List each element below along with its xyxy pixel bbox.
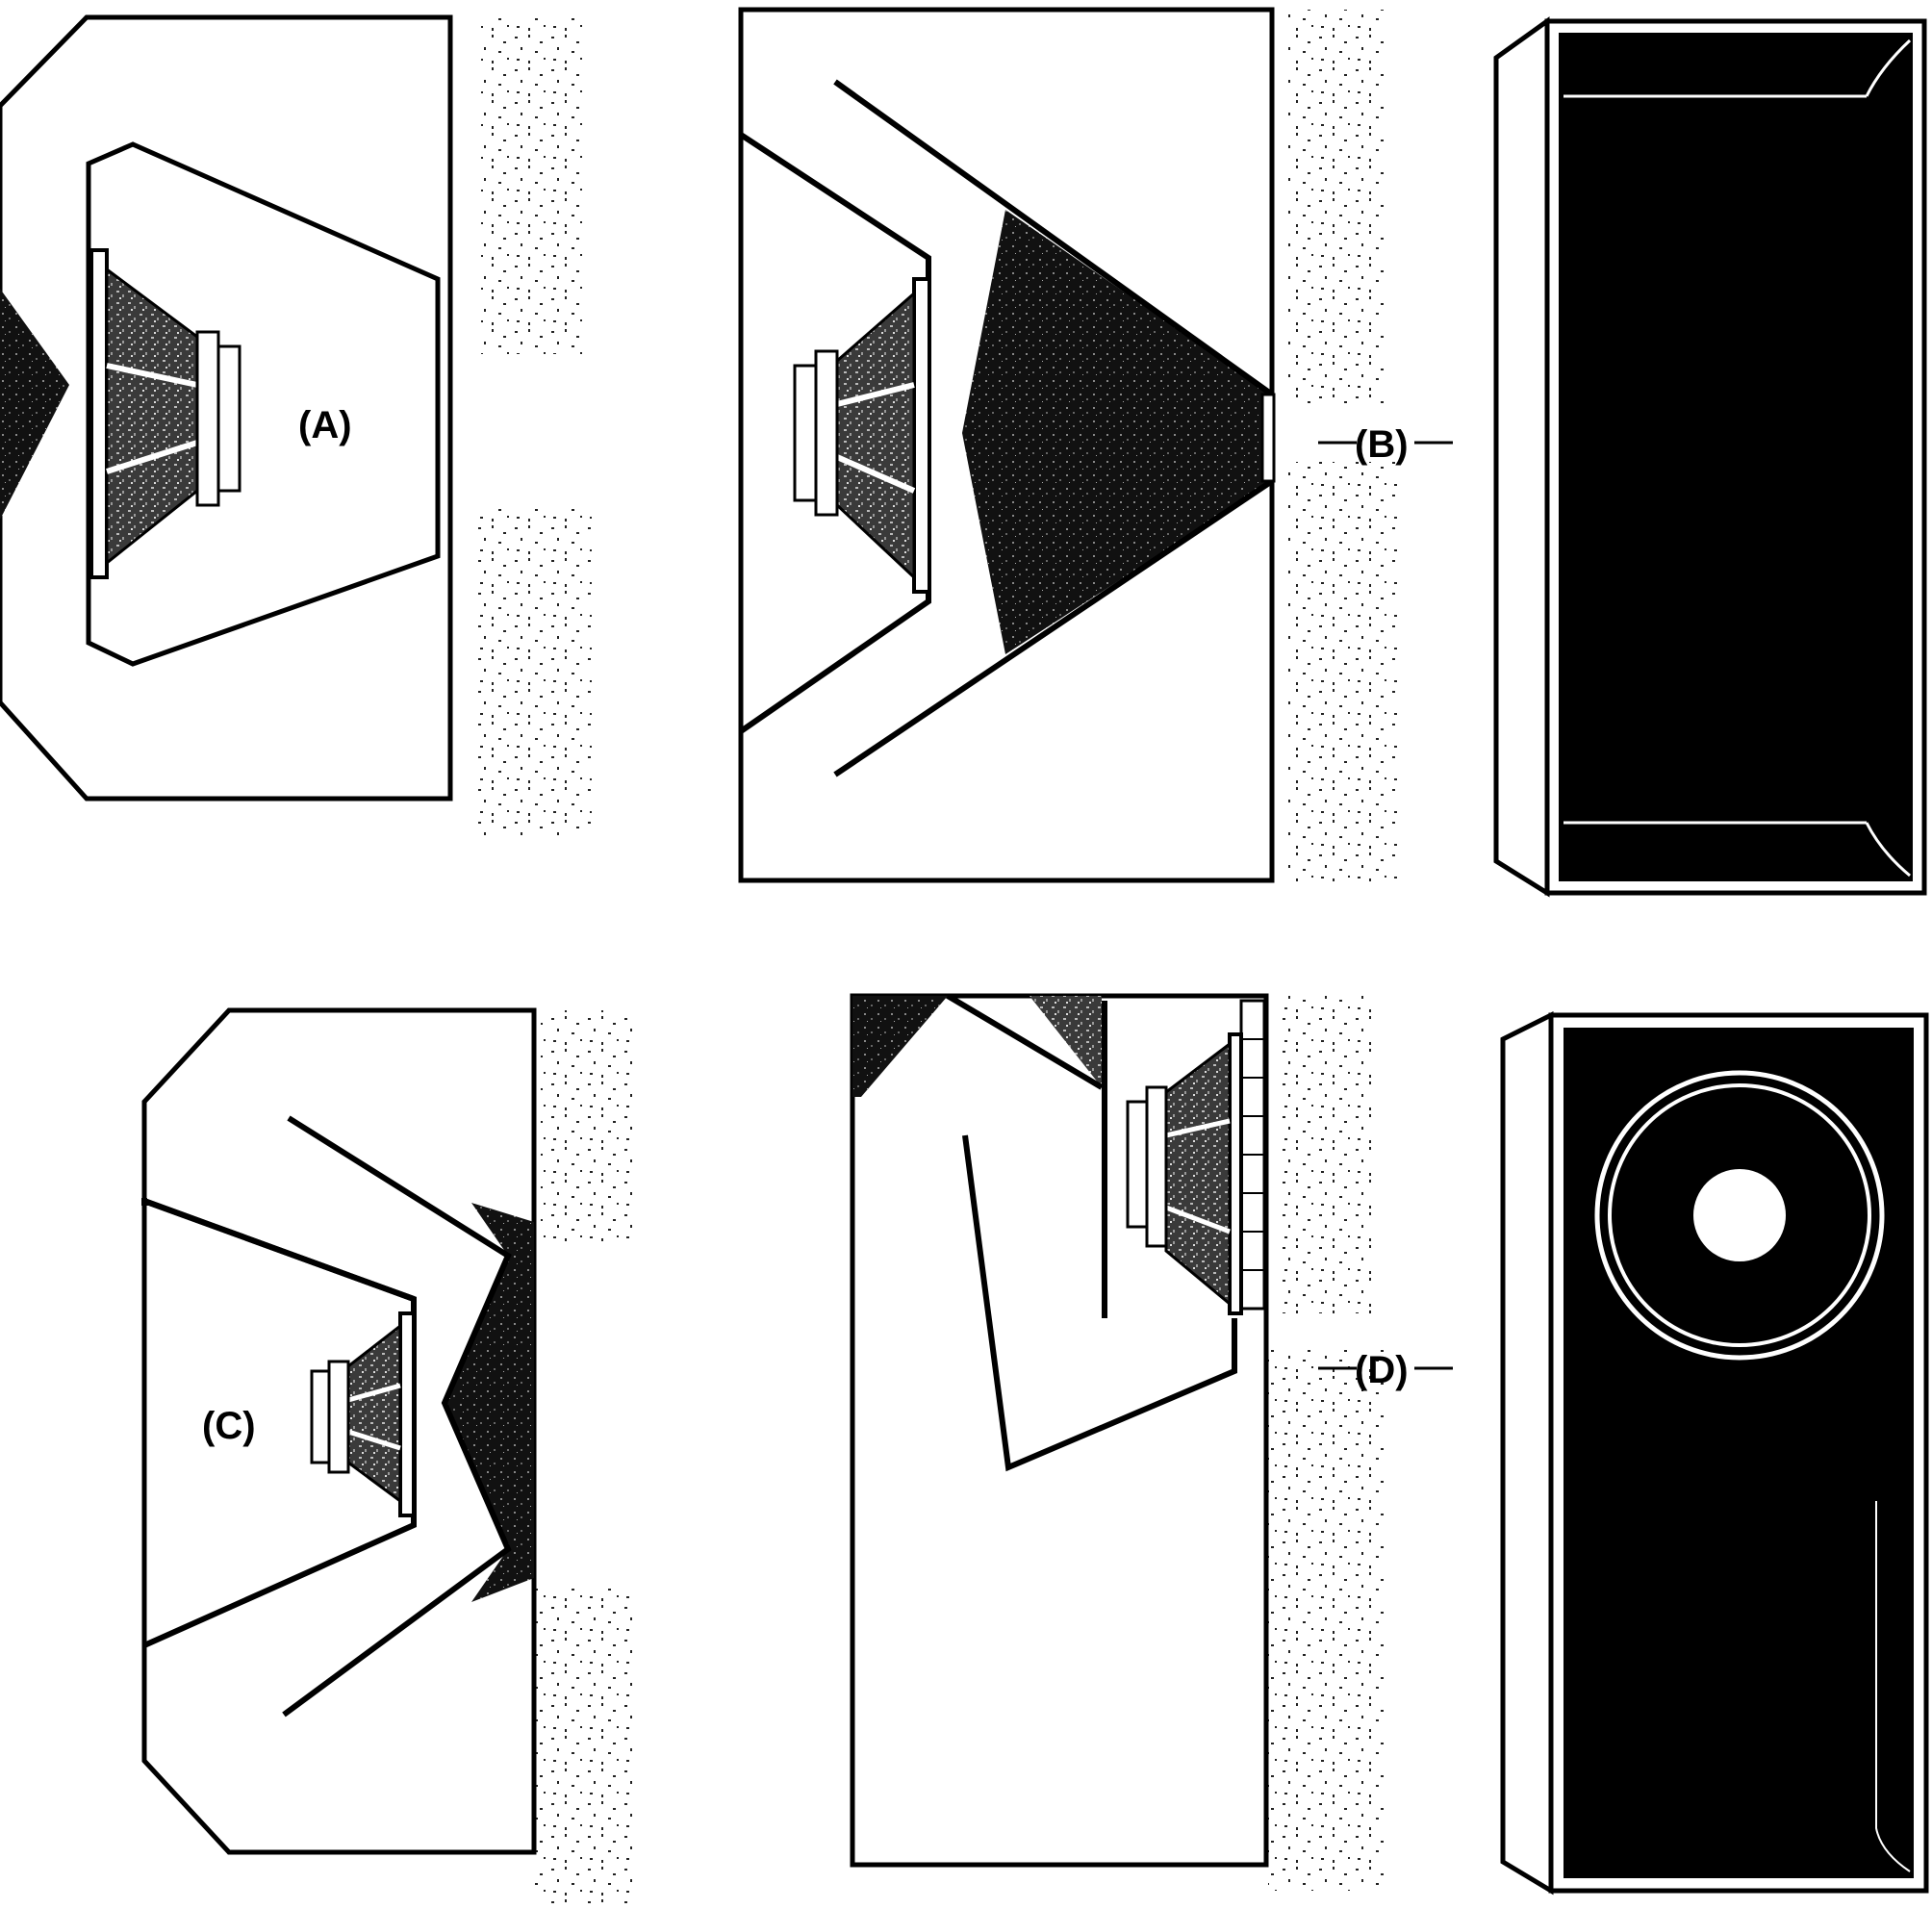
label-b: (B) — [1355, 423, 1409, 466]
front-view-b — [1493, 16, 1927, 898]
inner-chamber — [86, 141, 441, 667]
wall-stipple — [541, 1010, 637, 1241]
horn-inner-wall — [282, 1115, 512, 1718]
panel-b: (B) — [738, 7, 1453, 885]
horn-mouth-dark — [445, 1203, 534, 1602]
speaker-driver — [793, 277, 931, 594]
horn-flare — [1865, 38, 1912, 97]
panel-d: (D) — [850, 993, 1453, 1891]
wall-stipple — [1268, 1347, 1384, 1891]
wall-stipple — [531, 1588, 637, 1905]
horn-wall — [833, 478, 1274, 777]
folded-horn-wall — [946, 993, 1104, 1090]
grille-slots — [1241, 1038, 1264, 1271]
speaker-surround-ring — [1594, 1070, 1885, 1361]
cabinet-face-black — [1563, 1028, 1914, 1878]
horn-mouth-dark — [962, 210, 1272, 654]
speaker-driver — [89, 248, 242, 579]
speaker-driver — [1126, 1032, 1243, 1315]
wall-stipple — [1280, 996, 1376, 1313]
port-mouth-dark — [852, 996, 948, 1097]
horn-wall — [833, 79, 1274, 397]
front-view-d — [1500, 1010, 1929, 1896]
cabinet-side — [1500, 1010, 1554, 1896]
wall-stipple — [481, 17, 587, 354]
port-mouth-mid — [1030, 996, 1102, 1087]
panel-c: (C) — [141, 1007, 637, 1905]
port-edge — [1875, 1501, 1911, 1872]
label-d: (D) — [1355, 1349, 1409, 1391]
wall-stipple — [1287, 10, 1384, 404]
wall-stipple — [1287, 462, 1398, 885]
speaker-driver — [310, 1311, 416, 1517]
cabinet-side — [1493, 16, 1550, 898]
inner-chamber-wall — [142, 1198, 416, 1302]
horn-flare — [1865, 822, 1911, 878]
folded-horn-wall — [962, 1134, 1237, 1472]
wall-stipple — [476, 508, 592, 835]
panel-a: (A) — [0, 14, 592, 835]
horn-mouth-dark — [0, 289, 69, 520]
label-c: (C) — [202, 1405, 256, 1447]
horn-mouth-black — [1559, 33, 1913, 881]
speaker-dust-cap — [1693, 1169, 1786, 1261]
horn-mouth-grille — [1260, 393, 1276, 483]
speaker-surround-ring — [1608, 1083, 1871, 1347]
label-a: (A) — [298, 404, 352, 446]
